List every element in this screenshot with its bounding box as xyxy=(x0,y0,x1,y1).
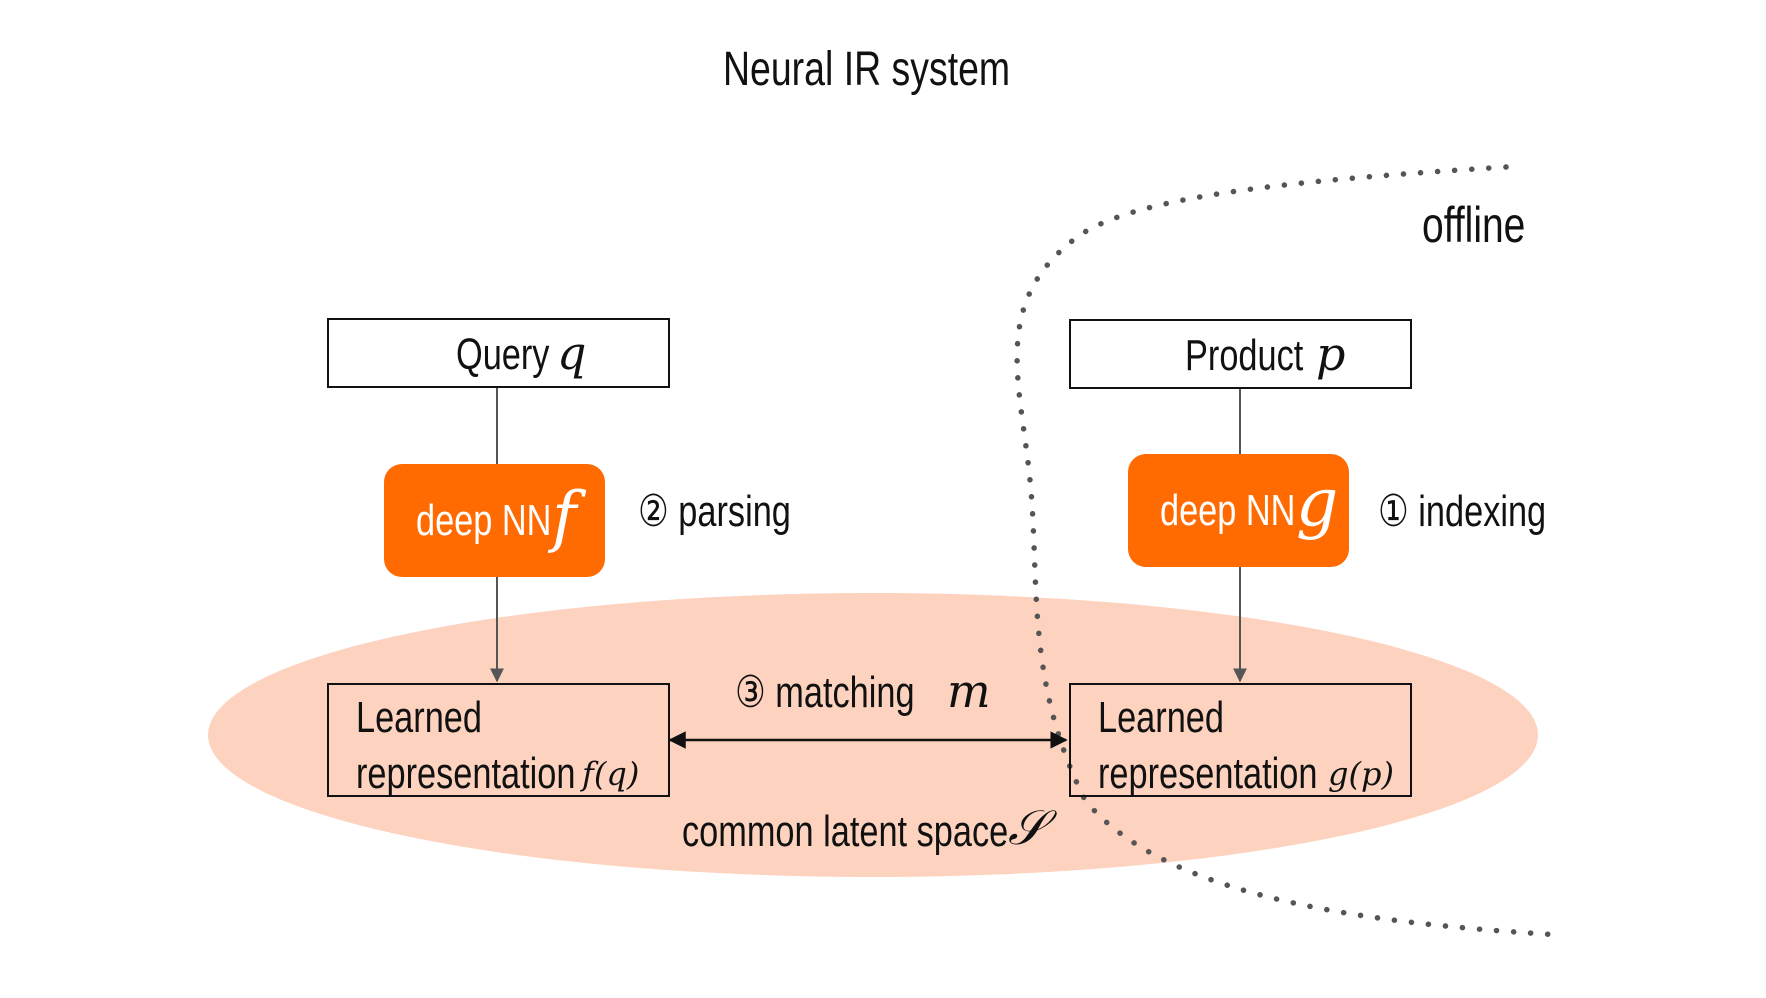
rep-query-line2: representation xyxy=(356,749,576,798)
deep-nn-g-symbol: g xyxy=(1296,464,1339,541)
product-box: Product p xyxy=(1069,319,1412,389)
deep-nn-f-box: deep NN f xyxy=(384,464,605,577)
offline-label: offline xyxy=(1422,197,1526,253)
rep-product-symbol: g(p) xyxy=(1328,755,1394,793)
product-label: Product xyxy=(1185,331,1304,380)
rep-query-symbol: f(q) xyxy=(582,755,640,793)
deep-nn-g-box: deep NN g xyxy=(1128,454,1349,567)
product-symbol: p xyxy=(1316,327,1346,381)
rep-product-line2: representation xyxy=(1098,749,1318,798)
rep-query-box: Learned representation f(q) xyxy=(327,683,670,798)
rep-query-line1: Learned xyxy=(356,693,482,742)
query-box: Query q xyxy=(327,318,670,388)
step-indexing-label: ① indexing xyxy=(1378,487,1547,536)
step-matching-label: ③ matching xyxy=(735,668,915,717)
matching-symbol: m xyxy=(947,664,991,718)
query-symbol: q xyxy=(557,326,587,380)
deep-nn-f-label: deep NN xyxy=(416,496,552,545)
step-parsing-label: ② parsing xyxy=(638,487,791,536)
rep-product-line1: Learned xyxy=(1098,693,1224,742)
deep-nn-f-symbol: f xyxy=(552,478,577,555)
query-label: Query xyxy=(456,330,550,379)
latent-space-label: common latent space xyxy=(682,807,1009,856)
latent-space-symbol: 𝒮 xyxy=(1008,800,1046,856)
deep-nn-g-label: deep NN xyxy=(1160,486,1296,535)
page-title: Neural IR system xyxy=(723,43,1011,96)
offline-boundary xyxy=(1014,164,1563,938)
rep-product-box: Learned representation g(p) xyxy=(1069,683,1412,798)
